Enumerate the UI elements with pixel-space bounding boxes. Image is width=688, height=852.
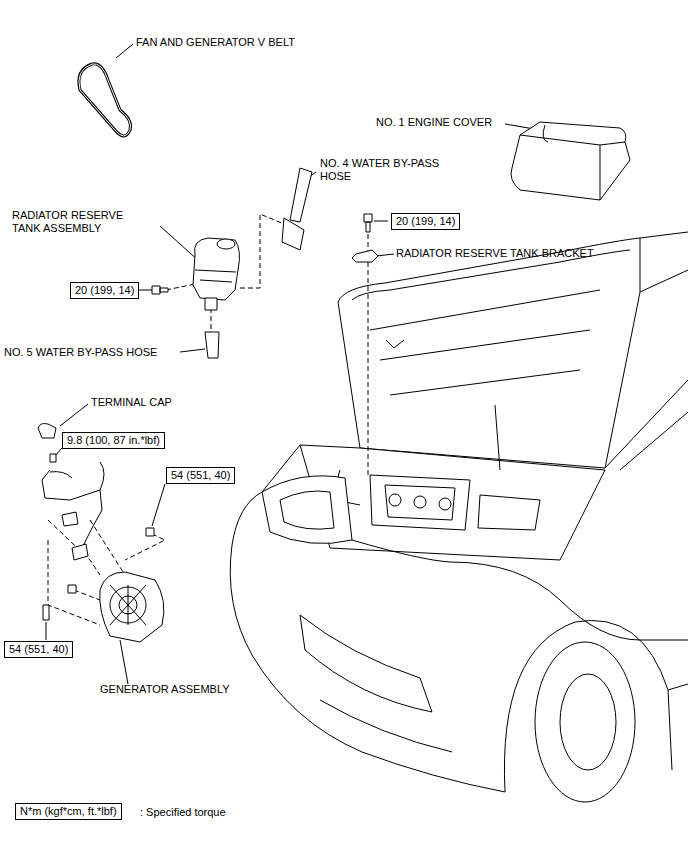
car-body <box>386 340 404 348</box>
part-label: NO. 5 WATER BY-PASS HOSE <box>4 346 157 359</box>
car-body <box>389 494 401 506</box>
car-body <box>280 491 334 529</box>
car-body <box>439 498 451 510</box>
car-body <box>605 232 688 470</box>
leader-lines <box>152 484 165 526</box>
car-body <box>495 405 500 470</box>
part-label: : Specified torque <box>140 806 226 819</box>
install-lines <box>166 284 195 290</box>
car-body <box>230 232 688 802</box>
leader-lines <box>46 44 540 684</box>
parts <box>62 512 88 560</box>
parts <box>79 64 131 136</box>
car-body <box>335 470 540 530</box>
parts <box>290 168 312 222</box>
parts <box>79 64 131 136</box>
leader-lines <box>374 221 388 222</box>
part-label: GENERATOR ASSEMBLY <box>100 683 230 696</box>
install-lines <box>240 214 284 288</box>
parts <box>217 239 235 249</box>
car-body <box>300 615 432 712</box>
part-label: NO. 1 ENGINE COVER <box>376 116 492 129</box>
parts <box>195 270 236 282</box>
torque-value: 54 (551, 40) <box>171 469 230 482</box>
parts <box>520 125 625 200</box>
car-body <box>535 642 635 802</box>
part-label: FAN AND GENERATOR V BELT <box>136 36 295 49</box>
car-body <box>370 290 600 395</box>
car-body <box>560 674 616 770</box>
torque-value: 9.8 (100, 87 in.*lbf) <box>67 434 160 447</box>
parts <box>42 462 104 552</box>
car-body <box>230 545 505 792</box>
torque-box: 54 (551, 40) <box>166 467 235 484</box>
parts <box>364 214 372 232</box>
leader-lines <box>46 622 47 640</box>
part-label: RADIATOR RESERVE TANK ASSEMBLY <box>12 209 142 235</box>
torque-box: 20 (199, 14) <box>70 282 139 299</box>
install-lines <box>48 214 368 625</box>
torque-value: 54 (551, 40) <box>9 643 68 656</box>
parts <box>352 250 378 262</box>
car-body <box>232 445 300 545</box>
car-body <box>262 476 352 544</box>
car-body <box>352 540 688 640</box>
parts <box>50 454 56 462</box>
torque-value: 20 (199, 14) <box>396 215 455 228</box>
leader-lines <box>376 254 394 256</box>
parts <box>205 332 219 358</box>
part-label: RADIATOR RESERVE TANK BRACKET <box>396 247 594 260</box>
parts <box>100 572 164 642</box>
leader-lines <box>116 44 133 58</box>
part-label: TERMINAL CAP <box>91 396 172 409</box>
parts <box>511 122 630 200</box>
car-body <box>370 475 470 530</box>
torque-value: N*m (kgf*cm, ft.*lbf) <box>20 805 117 818</box>
parts <box>38 424 56 439</box>
parts <box>152 286 168 294</box>
install-lines <box>90 520 125 575</box>
car-body <box>338 238 640 468</box>
car-body <box>414 496 426 508</box>
parts <box>43 605 49 620</box>
leader-lines <box>60 404 88 426</box>
parts <box>205 298 217 310</box>
parts <box>282 218 304 250</box>
car-body <box>668 684 688 690</box>
install-lines <box>48 520 100 625</box>
leader-lines <box>120 640 128 684</box>
torque-box: 54 (551, 40) <box>4 641 73 658</box>
install-lines <box>368 226 369 478</box>
torque-box: 9.8 (100, 87 in.*lbf) <box>62 432 165 449</box>
torque-value: 20 (199, 14) <box>75 284 134 297</box>
part-label: NO. 4 WATER BY-PASS HOSE <box>320 157 470 183</box>
car-body <box>320 700 452 752</box>
torque-box: 20 (199, 14) <box>391 213 460 230</box>
leader-lines <box>180 349 205 352</box>
parts <box>110 585 146 625</box>
leader-lines <box>160 226 200 262</box>
torque-box: N*m (kgf*cm, ft.*lbf) <box>15 803 122 820</box>
parts <box>193 238 239 300</box>
